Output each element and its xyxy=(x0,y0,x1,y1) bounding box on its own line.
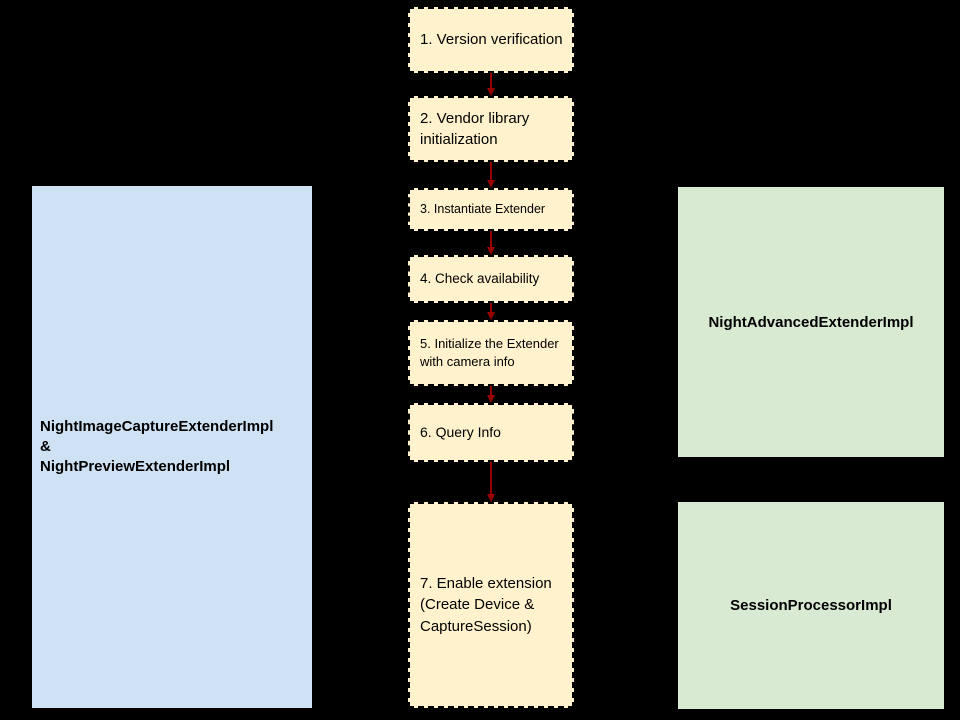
flow-arrow-5 xyxy=(486,386,496,403)
session-processor-box-label: SessionProcessorImpl xyxy=(730,597,892,614)
step-query-info: 6. Query Info xyxy=(408,403,574,462)
arrow-head-icon xyxy=(487,312,495,320)
step-instantiate-extender: 3. Instantiate Extender xyxy=(408,188,574,231)
flow-arrow-2 xyxy=(486,162,496,188)
step-check-availability-label: 4. Check availability xyxy=(420,271,540,287)
step-initialize-extender-label: 5. Initialize the Extender with camera i… xyxy=(420,335,559,369)
arrow-head-icon xyxy=(487,180,495,188)
step-query-info-label: 6. Query Info xyxy=(420,423,501,440)
step-enable-extension-label: 7. Enable extension (Create Device & Cap… xyxy=(420,575,552,635)
flow-arrow-4 xyxy=(486,303,496,320)
flow-arrow-6 xyxy=(486,462,496,502)
night-advanced-extender-box: NightAdvancedExtenderImpl xyxy=(678,187,944,457)
arrow-line xyxy=(490,162,492,180)
flow-arrow-3 xyxy=(486,231,496,255)
night-extender-impl-box: NightImageCaptureExtenderImpl & NightPre… xyxy=(32,186,312,708)
step-version-verification-label: 1. Version verification xyxy=(420,31,563,49)
step-check-availability: 4. Check availability xyxy=(408,255,574,303)
session-processor-box: SessionProcessorImpl xyxy=(678,502,944,709)
arrow-line xyxy=(490,462,492,494)
step-enable-extension: 7. Enable extension (Create Device & Cap… xyxy=(408,502,574,708)
arrow-head-icon xyxy=(487,395,495,403)
step-vendor-library-initialization: 2. Vendor library initialization xyxy=(408,96,574,162)
step-initialize-extender: 5. Initialize the Extender with camera i… xyxy=(408,320,574,386)
arrow-line xyxy=(490,73,492,88)
flow-arrow-1 xyxy=(486,73,496,96)
arrow-head-icon xyxy=(487,494,495,502)
night-extender-impl-box-label: NightImageCaptureExtenderImpl & NightPre… xyxy=(40,418,274,475)
night-advanced-extender-box-label: NightAdvancedExtenderImpl xyxy=(708,313,914,331)
arrow-line xyxy=(490,386,492,395)
step-version-verification: 1. Version verification xyxy=(408,7,574,73)
arrow-line xyxy=(490,231,492,247)
arrow-head-icon xyxy=(487,247,495,255)
arrow-line xyxy=(490,303,492,312)
step-instantiate-extender-label: 3. Instantiate Extender xyxy=(420,201,546,216)
step-vendor-library-initialization-label: 2. Vendor library initialization xyxy=(420,109,530,148)
arrow-head-icon xyxy=(487,88,495,96)
